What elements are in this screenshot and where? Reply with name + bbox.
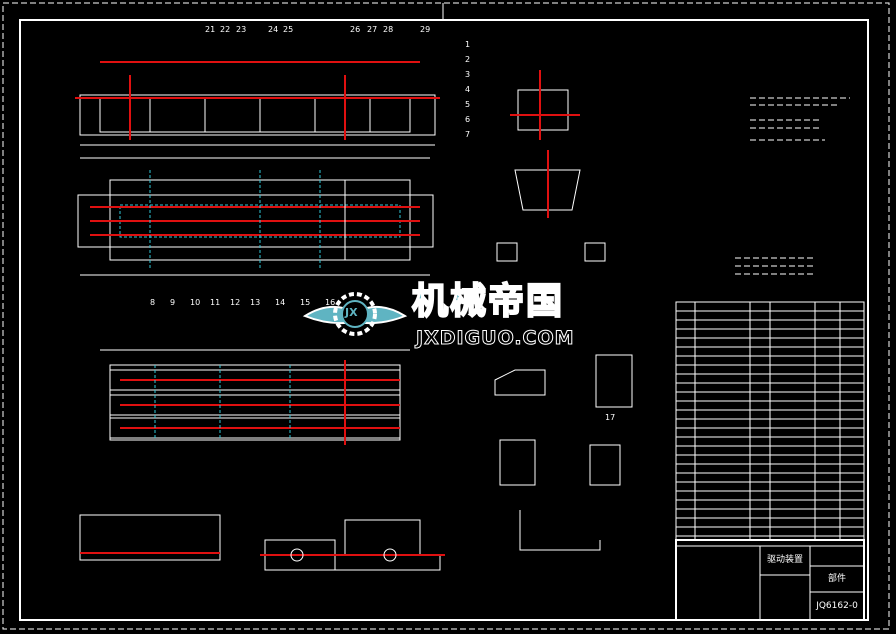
watermark-logo-text: JX	[345, 306, 358, 319]
balloon-label: 27	[367, 25, 377, 34]
section-views	[496, 70, 606, 262]
balloon-label: 14	[275, 298, 285, 307]
balloon-label: 7	[465, 130, 470, 139]
balloon-label: 4	[465, 85, 470, 94]
balloon-label: 21	[205, 25, 215, 34]
title-block-type: 部件	[827, 574, 846, 584]
watermark-url: JXDIGUO.COM	[416, 327, 575, 350]
bottom-detail-views	[79, 354, 633, 571]
drawing-frame	[19, 19, 869, 621]
balloon-label: 17	[605, 413, 615, 422]
balloon-label: 16	[325, 298, 335, 307]
balloon-label: 3	[465, 70, 470, 79]
balloon-label: 6	[465, 115, 470, 124]
balloon-label: 28	[383, 25, 393, 34]
balloon-label: 23	[236, 25, 246, 34]
balloon-label: 1	[465, 40, 470, 49]
parts-list-table	[675, 301, 865, 541]
title-block	[675, 539, 865, 621]
watermark-chinese: 机械帝国	[411, 281, 565, 323]
balloon-label: 9	[170, 298, 175, 307]
balloon-label: 10	[190, 298, 200, 307]
side-view	[100, 349, 410, 445]
balloon-label: 8	[150, 298, 155, 307]
balloon-label: 12	[230, 298, 240, 307]
technical-notes	[735, 97, 850, 275]
watermark: JX 机械帝国 JXDIGUO.COM	[300, 281, 620, 352]
plan-view	[77, 157, 434, 276]
title-block-name: 驱动装置	[766, 555, 803, 565]
balloon-label: 26	[350, 25, 360, 34]
balloon-label: 11	[210, 298, 220, 307]
balloon-label: 15	[300, 298, 310, 307]
front-elevation-view	[75, 61, 440, 146]
balloon-label: 5	[465, 100, 470, 109]
balloon-label: 2	[465, 55, 470, 64]
balloon-label: 24	[268, 25, 278, 34]
balloon-label: 22	[220, 25, 230, 34]
balloon-label: 25	[283, 25, 293, 34]
balloon-label: 13	[250, 298, 260, 307]
balloon-label: 29	[420, 25, 430, 34]
watermark-logo-icon	[302, 292, 408, 336]
drawing-number: JQ6162-0	[816, 601, 858, 611]
